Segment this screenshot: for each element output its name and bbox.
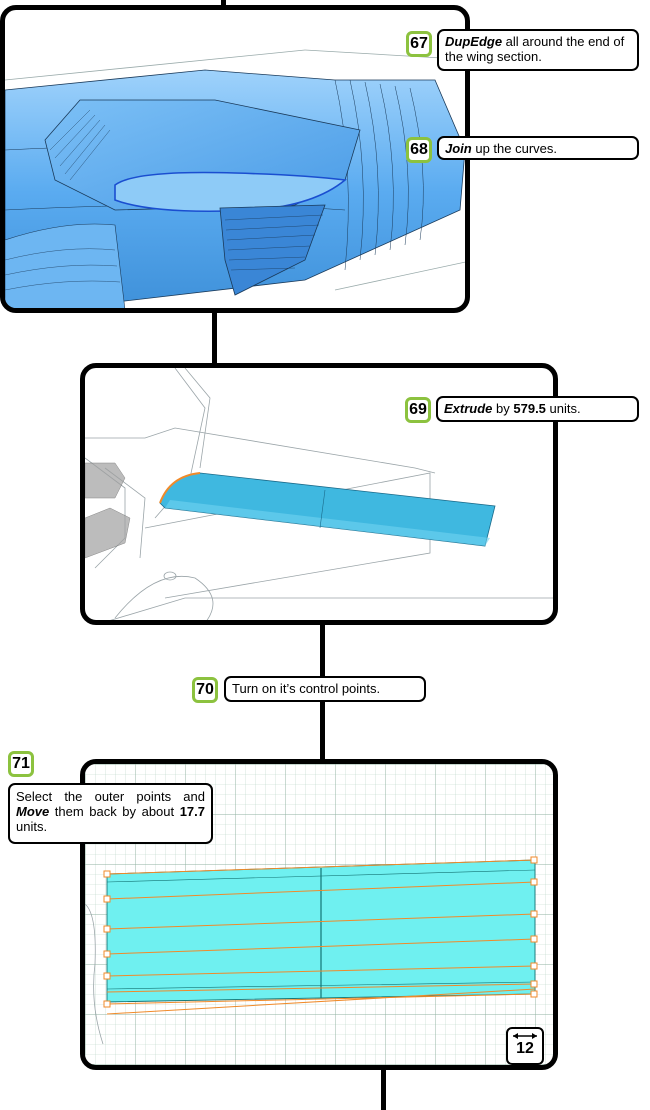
wing-render-panel-1: [0, 5, 470, 313]
extrude-illustration: [85, 368, 553, 620]
callout-text-part: Turn on it’s control points.: [232, 681, 381, 696]
callout-text-part: Move: [16, 804, 50, 819]
connector-line-1: [212, 309, 217, 366]
connector-line-top: [221, 0, 226, 8]
step-badge-69: 69: [405, 397, 431, 423]
callout-text-part: 579.5: [513, 401, 546, 416]
callout-text-part: them back by about: [49, 804, 180, 819]
step-badge-71: 71: [8, 751, 34, 777]
callout-text-part: 17.7: [179, 804, 205, 819]
step-70-callout: Turn on it’s control points.: [224, 676, 426, 702]
callout-text-part: Extrude: [444, 401, 493, 416]
page-number: 12: [516, 1040, 534, 1057]
step-71-callout: Select the outer points and Move them ba…: [8, 783, 213, 844]
wing-render-panel-2: [80, 363, 558, 625]
step-69-callout: Extrude by 579.5 units.: [436, 396, 639, 422]
step-badge-68: 68: [406, 137, 432, 163]
callout-text-part: Join: [445, 141, 472, 156]
callout-text-part: units.: [16, 819, 48, 834]
callout-text-part: by: [492, 401, 514, 416]
width-arrow-icon: [513, 1033, 537, 1039]
callout-text-part: all around the end of the wing section.: [445, 34, 625, 64]
step-badge-67: 67: [406, 31, 432, 57]
step-68-callout: Join up the curves.: [437, 136, 639, 160]
callout-text-part: Select the outer points and: [16, 789, 205, 804]
step-67-callout: DupEdge all around the end of the wing s…: [437, 29, 639, 71]
connector-line-bottom: [381, 1068, 386, 1110]
step-badge-70: 70: [192, 677, 218, 703]
page-number-box: 12: [506, 1027, 544, 1065]
callout-text-part: DupEdge: [445, 34, 503, 49]
callout-text-part: up the curves.: [471, 141, 558, 156]
wing-render-illustration: [5, 49, 465, 308]
callout-text-part: units.: [545, 401, 581, 416]
